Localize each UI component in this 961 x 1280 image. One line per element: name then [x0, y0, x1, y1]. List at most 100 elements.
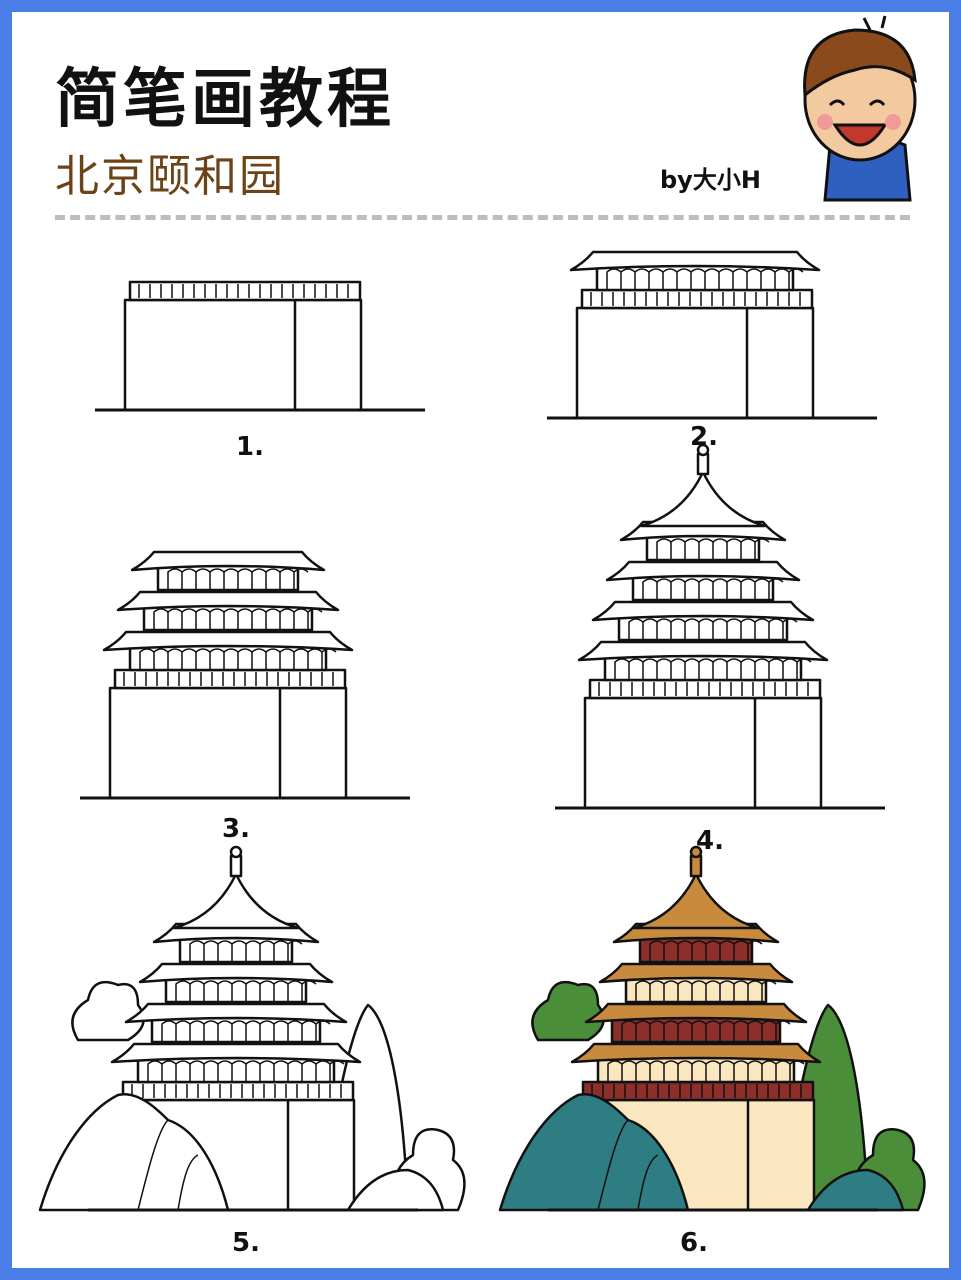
tier-window: [754, 618, 770, 640]
tier-roof: [138, 962, 334, 984]
tier-window: [676, 268, 692, 290]
tier-roof: [116, 590, 340, 612]
page-subtitle: 北京颐和园: [55, 151, 285, 202]
tier-window: [649, 1060, 665, 1082]
step-label-4: 4.: [696, 826, 724, 856]
tier-window: [642, 618, 658, 640]
tier-window: [712, 658, 728, 680]
tier-window: [167, 608, 183, 630]
step-label-5: 5.: [232, 1228, 260, 1258]
tier-window: [189, 940, 205, 962]
tier-roof: [591, 600, 815, 622]
tier-window: [231, 1020, 247, 1042]
step-4-drawing: [555, 443, 885, 810]
tier-window: [209, 648, 225, 670]
tier-window: [747, 980, 763, 1002]
tier-window: [195, 568, 211, 590]
tier-window: [175, 1060, 191, 1082]
tier-window: [223, 568, 239, 590]
tier-window: [287, 1020, 303, 1042]
tier-window: [670, 658, 686, 680]
building-base: [123, 298, 363, 412]
tier-window: [698, 578, 714, 600]
finial-top: [689, 845, 703, 859]
tier-window: [161, 1020, 177, 1042]
tier-window: [746, 268, 762, 290]
tier-window: [642, 658, 658, 680]
tier-window: [733, 1060, 749, 1082]
tier-window: [217, 1020, 233, 1042]
tier-window: [259, 980, 275, 1002]
tier-window: [217, 980, 233, 1002]
tier-window: [147, 1060, 163, 1082]
tier-window: [719, 940, 735, 962]
building-base: [583, 696, 823, 810]
tier-window: [175, 980, 191, 1002]
tier-window: [273, 980, 289, 1002]
tier-window: [301, 1020, 317, 1042]
tier-window: [195, 608, 211, 630]
tier-window: [733, 980, 749, 1002]
tier-window: [740, 618, 756, 640]
tier-window: [273, 1060, 289, 1082]
tier-window: [760, 268, 776, 290]
tier-window: [691, 980, 707, 1002]
tier-roof: [110, 1042, 362, 1064]
tier-window: [733, 940, 749, 962]
tier-window: [656, 658, 672, 680]
tier-window: [259, 1020, 275, 1042]
tier-window: [662, 268, 678, 290]
tier-window: [677, 940, 693, 962]
step-6-drawing: [498, 845, 926, 1212]
page-title: 简笔画教程: [55, 63, 395, 137]
tier-window: [620, 268, 636, 290]
tier-window: [663, 980, 679, 1002]
tier-window: [189, 1060, 205, 1082]
tier-window: [217, 940, 233, 962]
tier-window: [635, 1060, 651, 1082]
tier-window: [265, 608, 281, 630]
tier-window: [747, 1020, 763, 1042]
finial: [229, 854, 243, 878]
tier-window: [628, 658, 644, 680]
tier-window: [237, 608, 253, 630]
tier-roof: [577, 640, 829, 662]
tier-window: [614, 658, 630, 680]
top-roof: [172, 872, 300, 930]
tier-window: [705, 980, 721, 1002]
tier-window: [677, 1020, 693, 1042]
tier-window: [677, 980, 693, 1002]
tier-window: [747, 1060, 763, 1082]
tier-window: [293, 648, 309, 670]
tier-window: [181, 648, 197, 670]
tier-window: [237, 568, 253, 590]
tier-window: [740, 538, 756, 560]
tier-window: [726, 538, 742, 560]
mountain-right-small: [806, 1168, 905, 1212]
tier-window: [712, 578, 728, 600]
tier-window: [265, 568, 281, 590]
tier-window: [705, 1060, 721, 1082]
tier-window: [719, 980, 735, 1002]
tier-window: [606, 268, 622, 290]
tier-window: [733, 1020, 749, 1042]
parapet: [128, 280, 362, 302]
tier-window: [259, 1060, 275, 1082]
step-label-6: 6.: [680, 1228, 708, 1258]
tier-window: [175, 1020, 191, 1042]
tier-window: [649, 980, 665, 1002]
tier-window: [691, 1060, 707, 1082]
tier-roof: [584, 1002, 808, 1024]
tier-roof: [130, 550, 326, 572]
tier-window: [259, 940, 275, 962]
tier-window: [698, 538, 714, 560]
tier-window: [649, 1020, 665, 1042]
tier-window: [684, 538, 700, 560]
tier-window: [217, 1060, 233, 1082]
tier-window: [656, 578, 672, 600]
mountain-left: [498, 1092, 690, 1212]
step-5-drawing: [38, 845, 466, 1212]
dashed-divider: [55, 215, 910, 220]
tier-roof: [102, 630, 354, 652]
